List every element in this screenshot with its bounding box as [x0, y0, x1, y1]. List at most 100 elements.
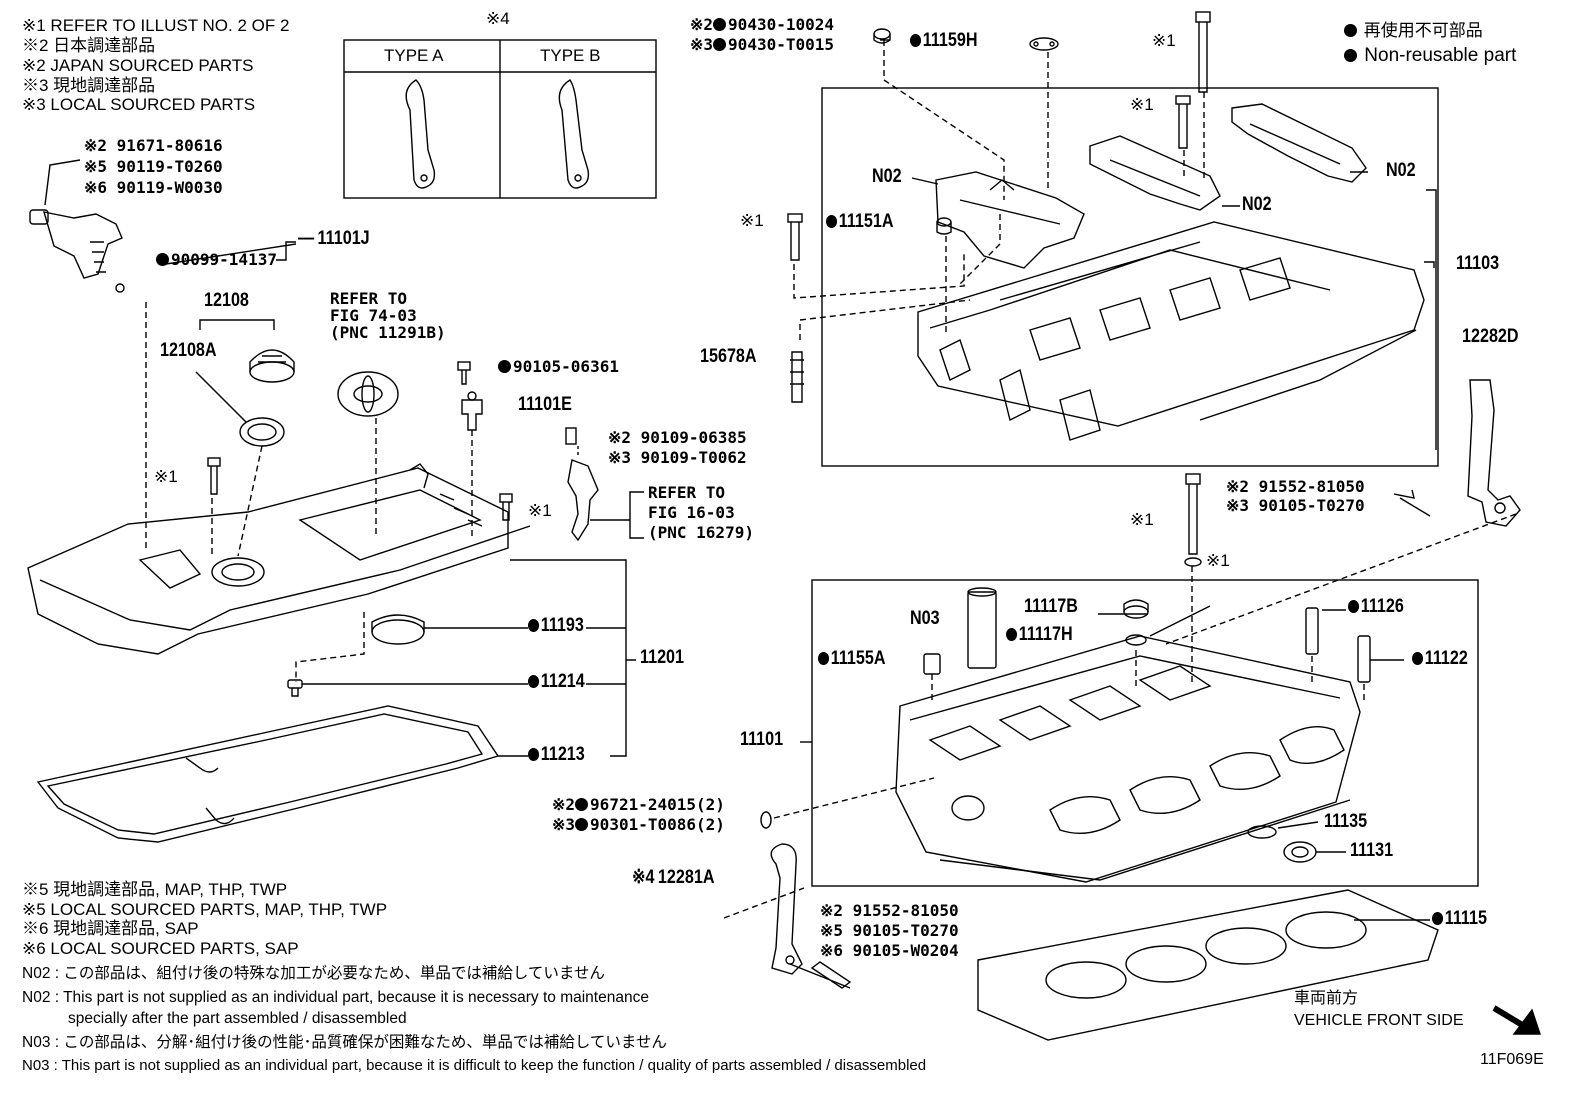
gasket-11159h: [1029, 37, 1059, 51]
label-11131: 11131: [1350, 840, 1394, 861]
label-11126: 11126: [1348, 597, 1404, 616]
label-x1-head: ※1: [1130, 510, 1154, 529]
guide-11122: [1357, 635, 1371, 683]
label-n02-mid: N02: [1242, 194, 1272, 215]
cam-bearing-cap-n02-right: [1231, 103, 1367, 183]
nonreusable-dot-icon: [575, 798, 589, 811]
label-12282d: 12282D: [1462, 326, 1519, 347]
legend-line: ※3 LOCAL SOURCED PARTS: [22, 95, 256, 114]
label-11122: 11122: [1412, 649, 1468, 668]
front-side-en: VEHICLE FRONT SIDE: [1294, 1012, 1464, 1029]
pin-11155a: [923, 653, 941, 675]
nonreusable-dot-icon: [1344, 49, 1357, 62]
label-11193: 11193: [528, 616, 584, 635]
oring-96721: [760, 811, 772, 829]
label-refer-74-03: REFER TO FIG 74-03 (PNC 11291B): [330, 289, 446, 342]
label-11159h: 11159H: [910, 31, 978, 50]
note-line: ※5 現地調達部品, MAP, THP, TWP: [22, 880, 288, 899]
label-12108a: 12108A: [160, 340, 217, 361]
bolt-x1-mid: [499, 493, 513, 521]
nonreusable-dot-icon: [1006, 628, 1018, 641]
label-refer-16-03: REFER TO FIG 16-03 (PNC 16279): [648, 483, 754, 542]
plug-11117b: [1123, 599, 1149, 619]
label-11214: 11214: [528, 672, 585, 691]
nonreusable-en: Non-reusable part: [1344, 46, 1516, 65]
nonreusable-dot-icon: [1432, 912, 1444, 925]
legend-line: ※2 日本調達部品: [22, 36, 156, 55]
nonreusable-dot-icon: [826, 215, 838, 228]
label-x1-left: ※1: [154, 467, 178, 486]
cam-bearing-cap-n02-left: [935, 171, 1085, 269]
cam-bearing-cap-n02-mid: [1089, 135, 1221, 211]
front-side-jp: 車両前方: [1294, 990, 1359, 1007]
label-90099: 90099-14137: [156, 251, 277, 269]
label-90109-a: ※2 90109-06385: [608, 428, 747, 447]
head-cover-gasket-11213: [36, 705, 500, 843]
legend-line: ※2 JAPAN SOURCED PARTS: [22, 56, 254, 75]
nonreusable-dot-icon: [156, 253, 169, 266]
nonreusable-dot-icon: [1344, 24, 1357, 37]
bracket-16279: [565, 427, 599, 542]
nonreusable-dot-icon: [713, 18, 727, 31]
bolt-x1-cap-a: [787, 213, 803, 261]
label-x1-cap-b: ※1: [1130, 95, 1154, 114]
label-x1-washer: ※1: [1206, 551, 1230, 570]
bolt-90105-06361: [457, 361, 471, 385]
ring-90430: [873, 28, 891, 44]
guide-11126: [1305, 607, 1319, 655]
label-11135: 11135: [1324, 811, 1368, 832]
label-91552-a: ※2 91552-81050: [1226, 477, 1365, 496]
seal-11131: [1283, 841, 1317, 863]
label-x1-mid: ※1: [528, 501, 552, 520]
pin-11151a: [936, 217, 952, 235]
label-11213: 11213: [528, 745, 585, 764]
label-90105-t0270-b: ※5 90105-T0270: [820, 921, 959, 940]
nonreusable-dot-icon: [528, 748, 540, 761]
label-11101: 11101: [740, 729, 784, 750]
note-line: ※6 現地調達部品, SAP: [22, 919, 199, 938]
label-90119-b: ※6 90119-W0030: [84, 178, 223, 197]
dowel-n03: [967, 587, 997, 669]
nonreusable-dot-icon: [1348, 600, 1360, 613]
cap-gasket-12108a: [239, 417, 285, 447]
label-12108: 12108: [204, 290, 249, 311]
label-n03: N03: [910, 608, 940, 629]
type-a-bracket: [405, 79, 436, 189]
label-90105-w0204: ※6 90105-W0204: [820, 941, 959, 960]
label-11151a: 11151A: [826, 212, 894, 231]
washer-x1-head: [1184, 557, 1202, 567]
note-line: N02 : この部品は、組付け後の特殊な加工が必要なため、単品では補給していませ…: [22, 965, 605, 982]
label-91671: ※2 91671-80616: [84, 136, 223, 155]
oil-filler-cap-12108: [249, 349, 295, 383]
note-line: N02 : This part is not supplied as an in…: [22, 989, 649, 1006]
stud-15678a: [790, 351, 804, 403]
bolt-x1-top: [1195, 11, 1211, 93]
nonreusable-dot-icon: [528, 675, 540, 688]
camshaft-housing-11103: [917, 221, 1425, 441]
label-x1-cap-a: ※1: [740, 211, 764, 230]
label-90105-06361: 90105-06361: [498, 358, 619, 376]
label-n02-right: N02: [1386, 160, 1416, 181]
bolt-x1-head: [1185, 473, 1201, 555]
note-line: N03 : This part is not supplied as an in…: [22, 1057, 927, 1074]
type-b-label: TYPE B: [540, 46, 601, 65]
type-table-marker: ※4: [486, 9, 510, 28]
label-15678a: 15678A: [700, 346, 757, 367]
bolt-11214: [287, 679, 303, 697]
nonreusable-dot-icon: [528, 619, 540, 632]
ring-11117h: [1125, 634, 1147, 646]
label-11115: 11115: [1432, 909, 1487, 928]
note-line: ※5 LOCAL SOURCED PARTS, MAP, THP, TWP: [22, 900, 388, 919]
label-n02-left: N02: [872, 166, 902, 187]
camshaft-housing-box: [821, 87, 1439, 467]
washer-11135: [1247, 825, 1277, 839]
nonreusable-dot-icon: [498, 360, 511, 373]
nonreusable-dot-icon: [1412, 652, 1424, 665]
cylinder-head-cover-11201: [27, 463, 531, 655]
note-line: ※6 LOCAL SOURCED PARTS, SAP: [22, 939, 299, 958]
label-11101j: —11101J: [298, 228, 370, 249]
